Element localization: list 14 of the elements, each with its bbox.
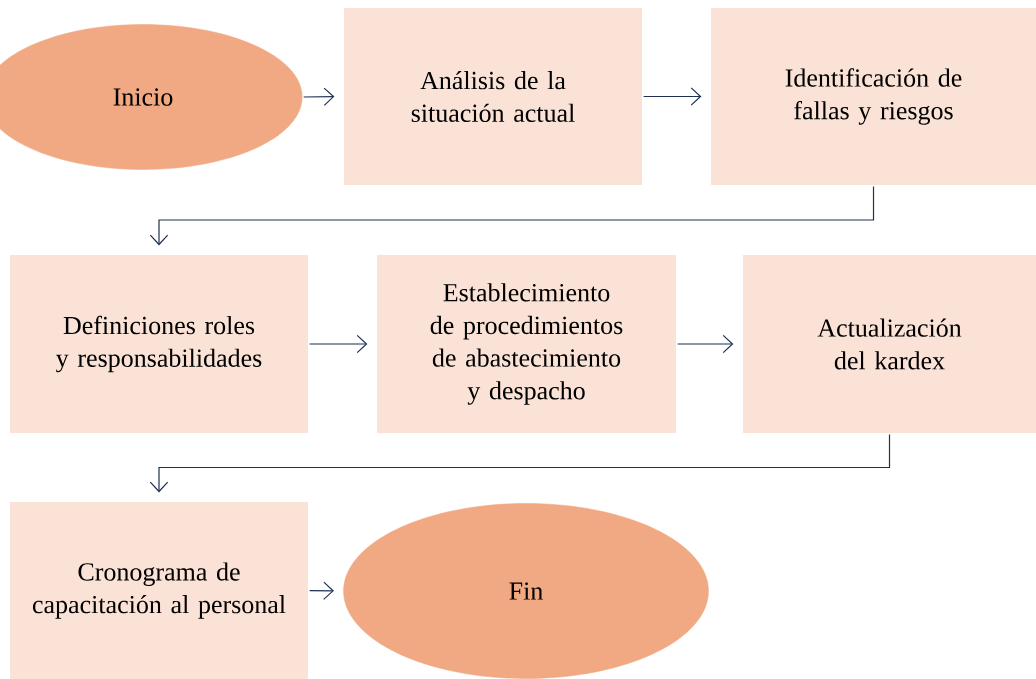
arrow bbox=[309, 334, 368, 354]
start-end-oval: Fin bbox=[343, 503, 709, 679]
arrow bbox=[149, 186, 875, 246]
arrow bbox=[677, 334, 734, 354]
process-box: Actualización del kardex bbox=[743, 255, 1036, 433]
process-box: Análisis de la situación actual bbox=[344, 8, 642, 185]
arrow bbox=[303, 87, 335, 106]
arrow bbox=[309, 581, 334, 600]
process-box: Establecimiento de procedimientos de abastecimiento y despacho bbox=[377, 255, 676, 433]
process-box: Identificación de fallas y riesgos bbox=[711, 8, 1036, 185]
process-box: Cronograma de capacitación al personal bbox=[10, 502, 308, 679]
process-box: Definiciones roles y responsabilidades bbox=[10, 255, 308, 433]
arrow bbox=[149, 434, 891, 493]
arrow bbox=[643, 87, 702, 106]
